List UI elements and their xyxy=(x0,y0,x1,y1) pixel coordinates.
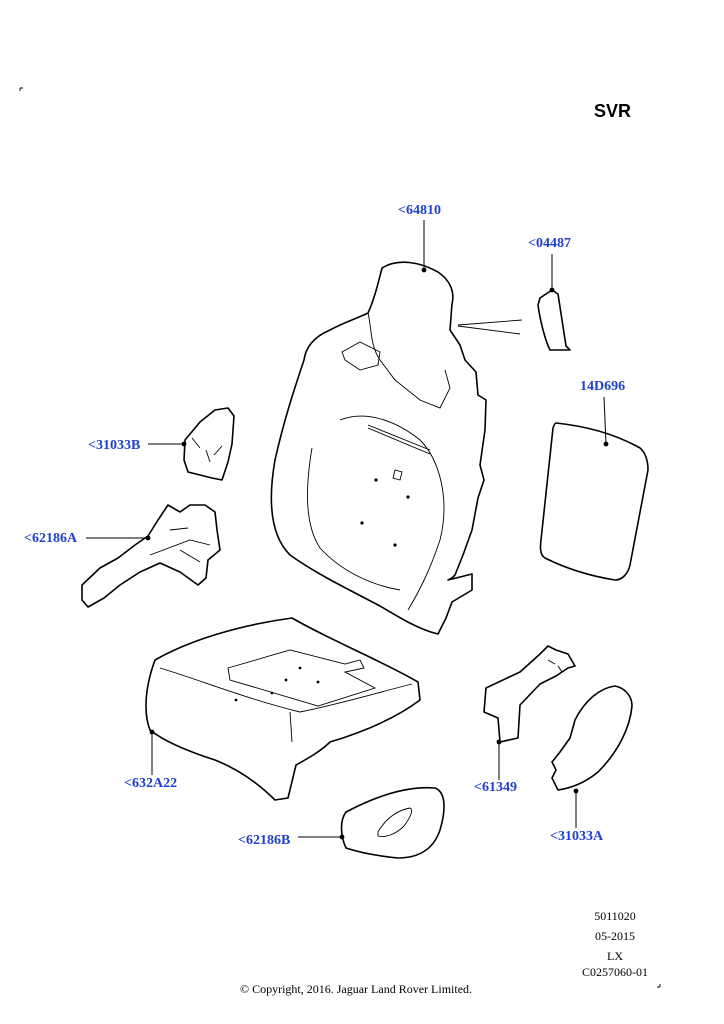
seat-backrest[interactable] xyxy=(270,261,487,635)
callout-cushion[interactable]: <632A22 xyxy=(124,776,178,791)
meta-illustration-id: C0257060-01 xyxy=(582,965,648,979)
callout-back-panel[interactable]: 14D696 xyxy=(580,379,626,394)
copyright-notice: © Copyright, 2016. Jaguar Land Rover Lim… xyxy=(239,982,473,996)
callout-backrest[interactable]: <64810 xyxy=(398,203,441,218)
cover-right-part[interactable] xyxy=(551,685,633,794)
side-pad-part[interactable] xyxy=(339,786,445,859)
variant-badge: SVR xyxy=(594,101,632,121)
bracket-left-upper-part[interactable] xyxy=(181,407,235,481)
leader-lines xyxy=(86,220,607,838)
callout-bracket-right[interactable]: <61349 xyxy=(474,780,517,795)
trim-insert-part[interactable] xyxy=(457,287,571,351)
meta-group: 5011020 xyxy=(594,909,636,923)
callout-bracket-left-lower[interactable]: <62186A xyxy=(24,531,78,546)
meta-date: 05-2015 xyxy=(595,929,635,943)
callout-side-pad[interactable]: <62186B xyxy=(238,833,291,848)
meta-code: LX xyxy=(607,949,623,963)
callout-cover-right[interactable]: <31033A xyxy=(550,829,604,844)
bracket-left-lower-part[interactable] xyxy=(81,504,221,608)
back-panel-part[interactable] xyxy=(539,422,649,581)
bracket-right-part[interactable] xyxy=(483,645,576,745)
seat-cushion[interactable] xyxy=(145,617,421,801)
callout-bracket-left-upper[interactable]: <31033B xyxy=(88,438,141,453)
callout-trim-insert[interactable]: <04487 xyxy=(528,236,571,251)
